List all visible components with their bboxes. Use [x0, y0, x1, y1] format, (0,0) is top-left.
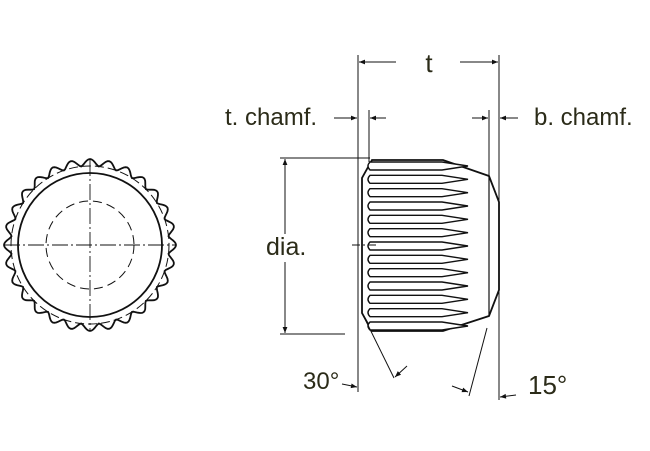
bottom-angle-label: 15°	[528, 370, 567, 400]
angle-30-ref-line	[361, 312, 395, 379]
angle-30-arrow-left	[341, 383, 358, 389]
knurl-ribs	[367, 161, 469, 331]
thickness-label: t	[425, 48, 433, 78]
front-view	[3, 158, 177, 332]
labels: t t. chamf. b. chamf. dia. 30° 15°	[225, 48, 633, 400]
side-view	[352, 159, 500, 332]
angle-30-arrow-right	[394, 365, 408, 378]
top-chamfer-label: t. chamf.	[225, 104, 317, 131]
angle-15-ref-line	[468, 327, 488, 397]
bottom-chamfer-label: b. chamf.	[534, 104, 633, 131]
angle-15-arrow-right	[499, 393, 517, 399]
angle-15-arrow-left	[451, 385, 469, 393]
top-angle-label: 30°	[303, 368, 339, 395]
diameter-label: dia.	[266, 233, 306, 261]
dimensions	[280, 55, 518, 400]
